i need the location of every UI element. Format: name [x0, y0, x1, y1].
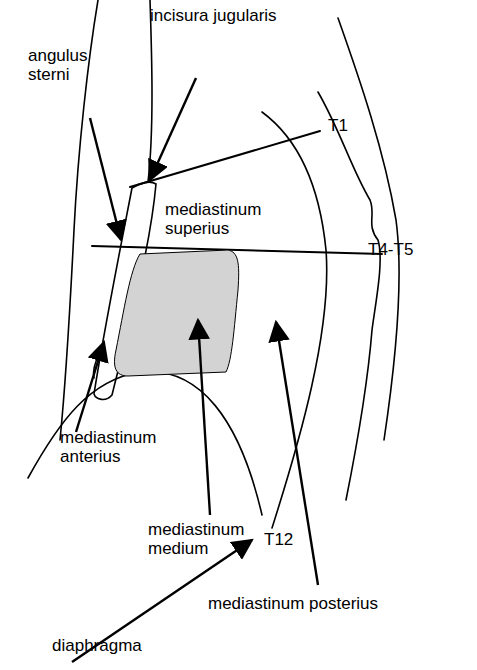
spine-contour: [318, 92, 380, 500]
anatomy-label: T1: [328, 116, 348, 135]
leader-arrow: [76, 342, 104, 432]
anatomy-label: T12: [264, 530, 293, 549]
level-line-t4-t5: [92, 246, 382, 254]
anatomy-label: mediastinum superius: [165, 200, 275, 238]
vertebral-front: [262, 112, 327, 528]
anatomy-label: incisura jugularis: [150, 6, 277, 25]
anatomy-label: mediastinum anterius: [60, 428, 170, 466]
anatomy-label: mediastinum posterius: [208, 594, 378, 613]
diaphragm: [28, 372, 262, 515]
anatomy-label: diaphragma: [52, 636, 142, 655]
back-contour: [338, 18, 399, 440]
leader-arrow: [198, 320, 210, 515]
neck-contour: [148, 0, 152, 182]
leader-arrow: [150, 78, 196, 180]
anatomy-label: angulus sterni: [28, 46, 98, 84]
leader-arrow: [90, 118, 121, 240]
anatomy-label: mediastinum medium: [148, 520, 260, 558]
middle-mediastinum-area: [115, 250, 239, 376]
anatomy-label: T4-T5: [368, 240, 413, 259]
